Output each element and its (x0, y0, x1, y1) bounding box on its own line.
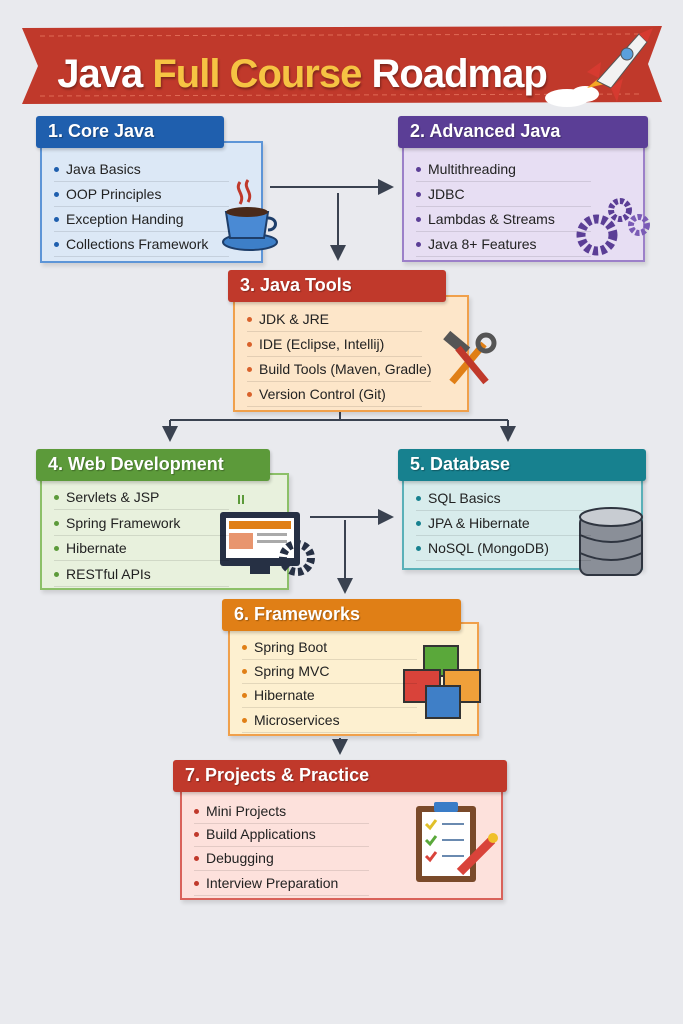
clipboard-checklist-icon (412, 800, 502, 890)
list-item: Debugging (194, 847, 369, 871)
list-item: Spring MVC (242, 660, 417, 684)
list-item: Servlets & JSP (54, 486, 229, 510)
section-4-title: 4. Web Development (36, 449, 270, 481)
list-item: Build Applications (194, 823, 369, 847)
list-item: Java 8+ Features (416, 233, 591, 257)
title-part-1: Java (57, 52, 143, 96)
list-item: Version Control (Git) (247, 383, 422, 407)
title-banner: Java Full Course Roadmap (22, 24, 662, 118)
list-item: Multithreading (416, 158, 591, 182)
monitor-gear-icon (215, 490, 325, 585)
section-5-title: 5. Database (398, 449, 646, 481)
list-item: Hibernate (54, 537, 229, 561)
title-part-2: Full Course (152, 52, 362, 96)
section-7-title: 7. Projects & Practice (173, 760, 507, 792)
list-item: Collections Framework (54, 233, 229, 257)
list-item: Hibernate (242, 684, 417, 708)
rocket-icon (545, 28, 653, 107)
section-3-title: 3. Java Tools (228, 270, 446, 302)
coffee-cup-icon (220, 178, 280, 258)
list-item: Java Basics (54, 158, 229, 182)
list-item: Spring Boot (242, 636, 417, 660)
list-item: NoSQL (MongoDB) (416, 537, 591, 561)
list-item: RESTful APIs (54, 563, 229, 587)
ribbon-shape (22, 26, 662, 104)
list-item: Microservices (242, 709, 417, 733)
list-item: Lambdas & Streams (416, 208, 591, 232)
list-item: Mini Projects (194, 800, 369, 824)
section-2-card (402, 141, 645, 262)
list-item: JPA & Hibernate (416, 512, 591, 536)
list-item: Spring Framework (54, 512, 229, 536)
section-2-title: 2. Advanced Java (398, 116, 648, 148)
title-part-3: Roadmap (371, 52, 548, 96)
list-item: JDK & JRE (247, 308, 422, 332)
list-item: OOP Principles (54, 183, 229, 207)
hammer-wrench-icon (440, 330, 500, 395)
list-item: JDBC (416, 183, 591, 207)
list-item: Build Tools (Maven, Gradle) (247, 358, 432, 382)
list-item: SQL Basics (416, 487, 591, 511)
cubes-icon (400, 640, 490, 730)
list-item: IDE (Eclipse, Intellij) (247, 333, 422, 357)
gears-icon (575, 195, 655, 265)
list-item: Interview Preparation (194, 872, 369, 896)
section-1-title: 1. Core Java (36, 116, 224, 148)
page-title: Java Full Course Roadmap (22, 52, 582, 97)
section-6-title: 6. Frameworks (222, 599, 461, 631)
section-3-card (233, 295, 469, 412)
database-icon (575, 505, 650, 585)
list-item: Exception Handing (54, 208, 229, 232)
